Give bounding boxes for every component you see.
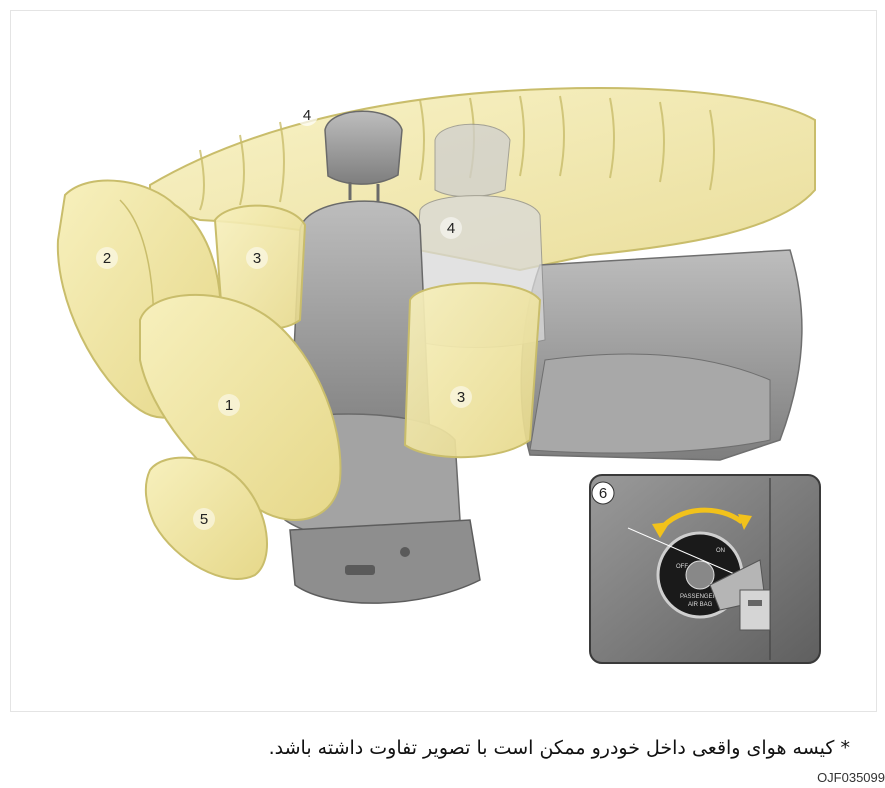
switch-label-line1: PASSENGER bbox=[680, 594, 718, 600]
disclaimer-caption: * کیسه هوای واقعی داخل خودرو ممکن است با… bbox=[0, 737, 850, 759]
rear-seat bbox=[521, 250, 802, 460]
switch-inset: 6 OFF ON PASSENGER AIR BAG bbox=[590, 475, 820, 663]
airbag-diagram: 4 2 3 4 1 3 5 6 OFF ON PASSENGER AIR BAG bbox=[0, 0, 885, 720]
off-label: OFF bbox=[676, 564, 688, 570]
callout-3b: 3 bbox=[457, 389, 465, 406]
callout-3a: 3 bbox=[253, 250, 261, 267]
callout-2: 2 bbox=[103, 250, 111, 267]
image-code: OJF035099 bbox=[817, 770, 885, 785]
switch-label-line2: AIR BAG bbox=[688, 602, 713, 608]
callout-4b: 4 bbox=[447, 220, 455, 237]
callout-6: 6 bbox=[599, 485, 607, 502]
callout-5: 5 bbox=[200, 511, 208, 528]
passenger-side-airbag bbox=[405, 283, 540, 457]
callout-1: 1 bbox=[225, 397, 233, 414]
on-label: ON bbox=[716, 548, 725, 554]
callout-4a: 4 bbox=[303, 107, 311, 124]
